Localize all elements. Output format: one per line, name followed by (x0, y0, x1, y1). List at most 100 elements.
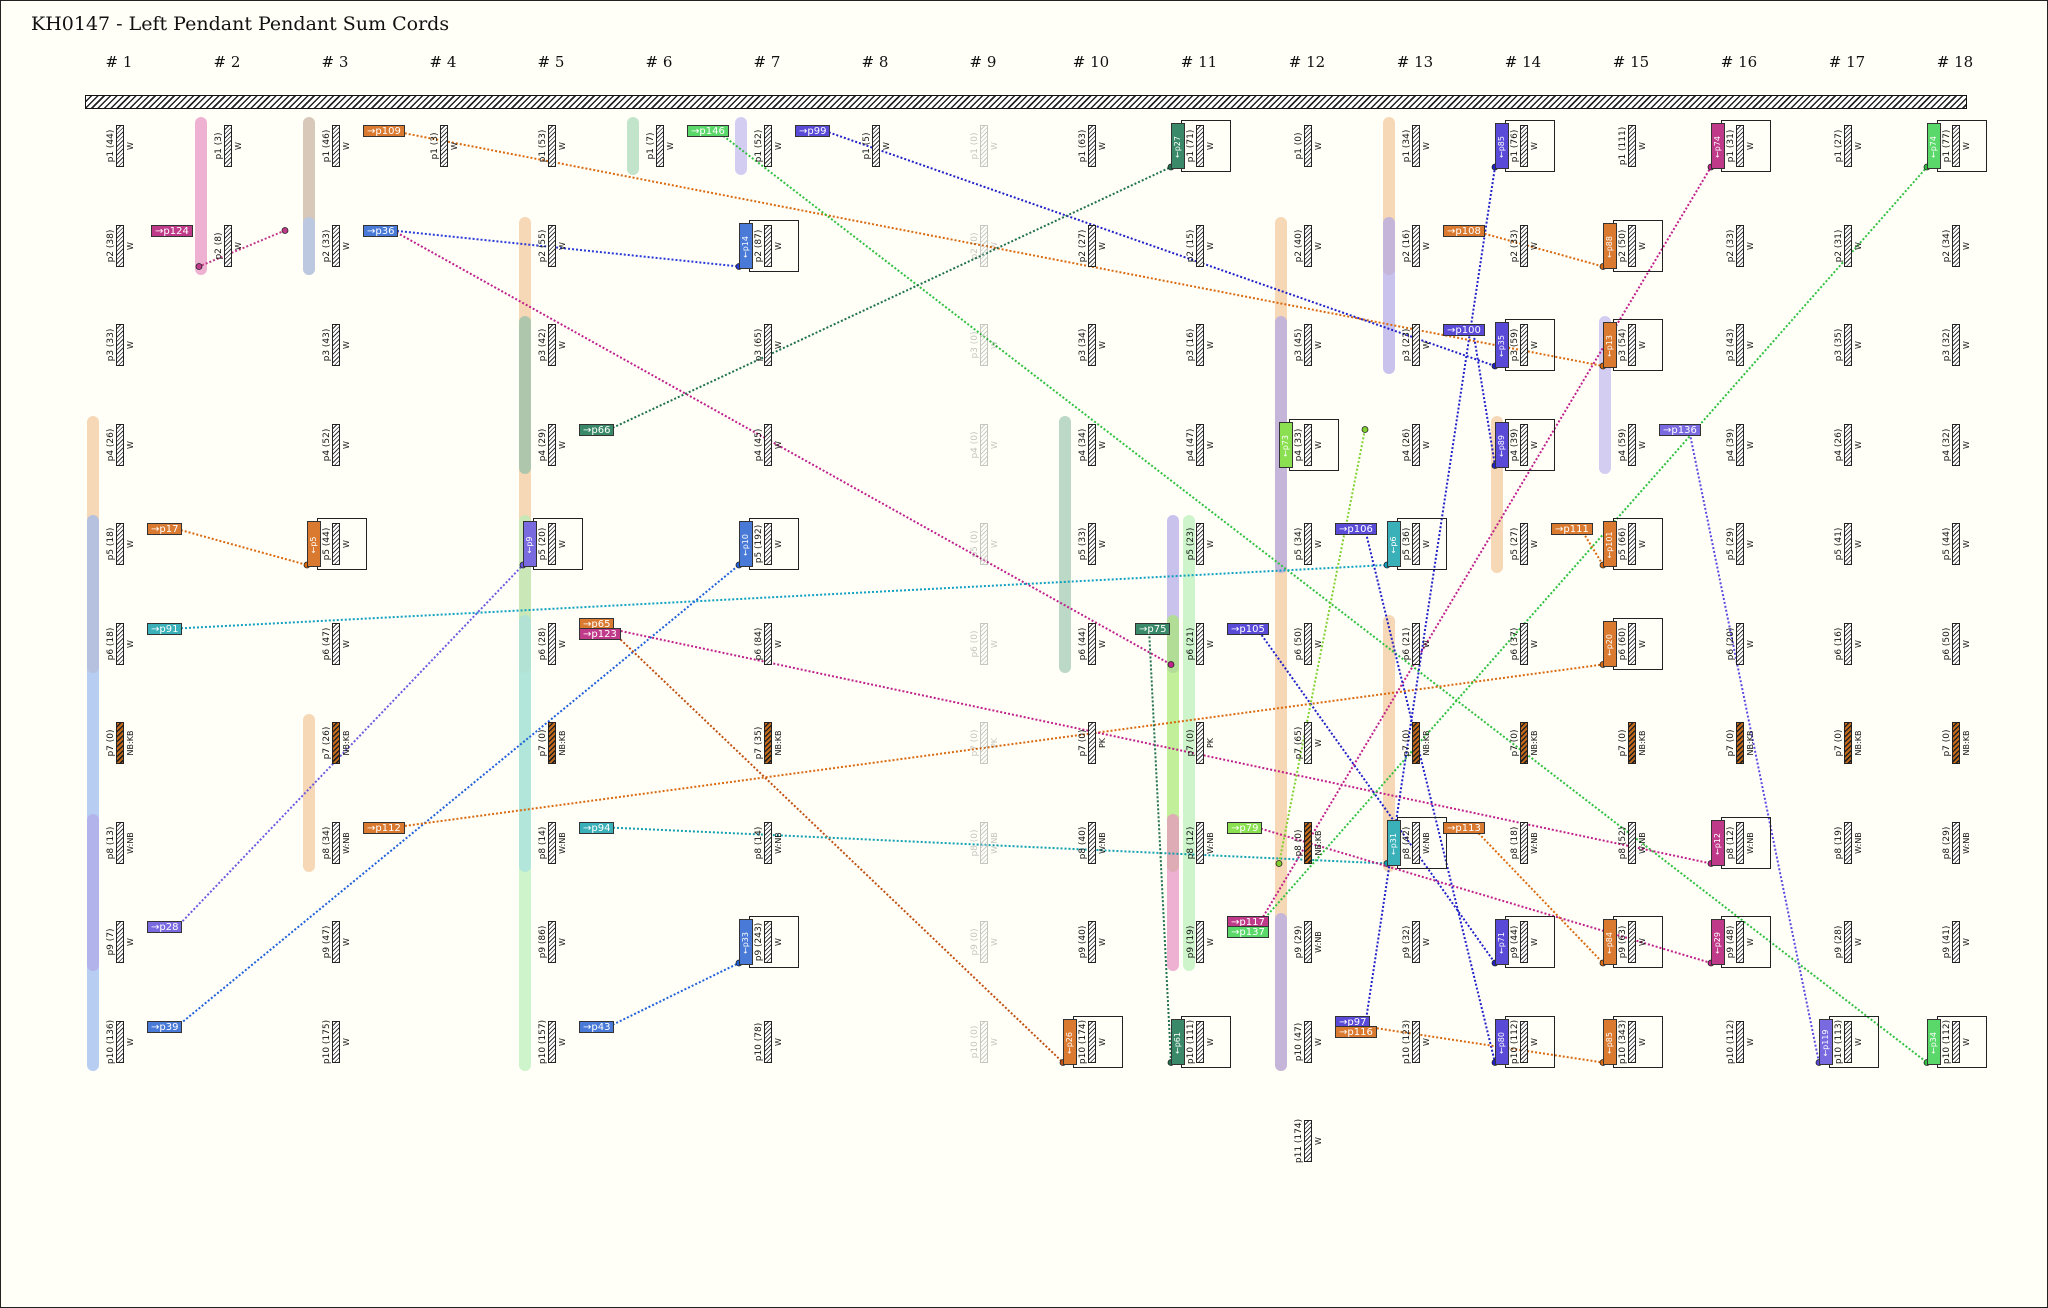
pendant-cord[interactable]: p1 (76)W (1505, 120, 1555, 172)
pendant-cord[interactable]: p2 (34)W (1941, 223, 1971, 269)
pendant-cord[interactable]: p10 (123)W (1401, 1019, 1431, 1065)
pendant-cord[interactable]: p8 (0)W:NB (969, 820, 999, 866)
sum-source-tag[interactable]: ←p9 (523, 521, 537, 567)
sum-link-tag[interactable]: →p94 (579, 821, 615, 834)
sum-link-tag[interactable]: →p116 (1335, 1025, 1377, 1038)
pendant-cord[interactable]: p5 (23)W (1185, 521, 1215, 567)
pendant-cord[interactable]: p4 (0)W (969, 422, 999, 468)
pendant-cord[interactable]: p3 (45)W (1293, 322, 1323, 368)
pendant-cord[interactable]: p8 (0)NB:KB (1293, 820, 1323, 866)
pendant-cord[interactable]: p5 (18)W (105, 521, 135, 567)
pendant-cord[interactable]: p1 (63)W (1077, 123, 1107, 169)
pendant-cord[interactable]: p6 (50)W (1293, 621, 1323, 667)
pendant-cord[interactable]: p9 (32)W (1401, 919, 1431, 965)
pendant-cord[interactable]: p2 (55)W (537, 223, 567, 269)
pendant-cord[interactable]: p9 (28)W (1833, 919, 1863, 965)
pendant-cord[interactable]: p9 (29)W:NB (1293, 919, 1323, 965)
sum-link-tag[interactable]: →p106 (1335, 523, 1377, 535)
pendant-cord[interactable]: p2 (31)W (1833, 223, 1863, 269)
pendant-cord[interactable]: p7 (0)PK (1185, 720, 1215, 766)
sum-source-tag[interactable]: ←p101 (1603, 521, 1617, 567)
pendant-cord[interactable]: p1 (53)W (537, 123, 567, 169)
pendant-cord[interactable]: p5 (192)W (749, 518, 799, 570)
pendant-cord[interactable]: p2 (0)W (969, 223, 999, 269)
pendant-cord[interactable]: p3 (43)W (321, 322, 351, 368)
pendant-cord[interactable]: p3 (16)W (1185, 322, 1215, 368)
pendant-cord[interactable]: p1 (71)W (1181, 120, 1231, 172)
sum-source-tag[interactable]: ←p119 (1819, 1018, 1833, 1065)
pendant-cord[interactable]: p7 (65)W (1293, 720, 1323, 766)
pendant-cord[interactable]: p4 (47)W (1185, 422, 1215, 468)
pendant-cord[interactable]: p5 (27)W (1509, 521, 1539, 567)
sum-source-tag[interactable]: ←p89 (1495, 421, 1509, 468)
sum-source-tag[interactable]: ←p88 (1603, 222, 1617, 269)
pendant-cord[interactable]: p3 (54)W (1613, 319, 1663, 371)
sum-source-tag[interactable]: ←p71 (1495, 919, 1509, 965)
pendant-cord[interactable]: p9 (40)W (1077, 919, 1107, 965)
sum-link-tag[interactable]: →p112 (363, 821, 405, 834)
pendant-cord[interactable]: p2 (15)W (1185, 223, 1215, 269)
pendant-cord[interactable]: p6 (18)W (105, 621, 135, 667)
sum-link-tag[interactable]: →p43 (579, 1020, 615, 1033)
pendant-cord[interactable]: p1 (31)W (1721, 120, 1771, 172)
sum-source-tag[interactable]: ←p35 (1495, 322, 1509, 368)
sum-link-tag[interactable]: →p124 (151, 224, 193, 237)
pendant-cord[interactable]: p5 (44)W (317, 518, 367, 570)
sum-link-tag[interactable]: →p28 (147, 921, 183, 933)
sum-link-tag[interactable]: →p105 (1227, 622, 1269, 635)
pendant-cord[interactable]: p9 (7)W (105, 919, 135, 965)
pendant-cord[interactable]: p1 (34)W (1401, 123, 1431, 169)
pendant-cord[interactable]: p3 (0)W (969, 322, 999, 368)
pendant-cord[interactable]: p8 (34)W:NB (321, 820, 351, 866)
sum-source-tag[interactable]: ←p85 (1495, 123, 1509, 169)
pendant-cord[interactable]: p7 (0)NB:KB (1941, 720, 1971, 766)
pendant-cord[interactable]: p6 (0)W (969, 621, 999, 667)
sum-source-tag[interactable]: ←p73 (1279, 421, 1293, 468)
sum-source-tag[interactable]: ←p29 (1711, 919, 1725, 965)
pendant-cord[interactable]: p7 (0)NB:KB (1509, 720, 1539, 766)
pendant-cord[interactable]: p8 (12)W:NB (1721, 816, 1771, 869)
pendant-cord[interactable]: p10 (112)W (1725, 1019, 1755, 1065)
pendant-cord[interactable]: p7 (0)NB:KB (1617, 720, 1647, 766)
pendant-cord[interactable]: p4 (29)W (537, 422, 567, 468)
pendant-cord[interactable]: p9 (41)W (1941, 919, 1971, 965)
pendant-cord[interactable]: p10 (0)W (969, 1019, 999, 1065)
pendant-cord[interactable]: p4 (45)W (753, 422, 783, 468)
pendant-cord[interactable]: p8 (12)W:NB (1185, 820, 1215, 866)
pendant-cord[interactable]: p5 (66)W (1613, 518, 1663, 570)
pendant-cord[interactable]: p10 (78)W (753, 1019, 783, 1065)
pendant-cord[interactable]: p4 (39)W (1505, 418, 1555, 471)
sum-link-tag[interactable]: →p75 (1135, 622, 1171, 635)
sum-link-tag[interactable]: →p99 (795, 125, 831, 137)
sum-source-tag[interactable]: ←p26 (1063, 1018, 1077, 1065)
pendant-cord[interactable]: p1 (7)W (645, 123, 675, 169)
sum-source-tag[interactable]: ←p10 (739, 521, 753, 567)
sum-link-tag[interactable]: →p111 (1551, 523, 1593, 535)
pendant-cord[interactable]: p6 (28)W (537, 621, 567, 667)
sum-source-tag[interactable]: ←p27 (1171, 123, 1185, 169)
sum-link-tag[interactable]: →p39 (147, 1020, 183, 1033)
pendant-cord[interactable]: p7 (0)PK (1077, 720, 1107, 766)
sum-source-tag[interactable]: ←p5 (307, 521, 321, 567)
pendant-cord[interactable]: p6 (44)W (1077, 621, 1107, 667)
sum-link-tag[interactable]: →p137 (1227, 926, 1269, 938)
pendant-cord[interactable]: p11 (174)W (1293, 1118, 1323, 1164)
pendant-cord[interactable]: p8 (14)W:NB (537, 820, 567, 866)
pendant-cord[interactable]: p5 (0)W (969, 521, 999, 567)
pendant-cord[interactable]: p5 (20)W (533, 518, 583, 570)
pendant-cord[interactable]: p10 (175)W (321, 1019, 351, 1065)
pendant-cord[interactable]: p2 (27)W (1077, 223, 1107, 269)
pendant-cord[interactable]: p3 (34)W (1077, 322, 1107, 368)
pendant-cord[interactable]: p9 (0)W (969, 919, 999, 965)
pendant-cord[interactable]: p3 (23)W (1401, 322, 1431, 368)
pendant-cord[interactable]: p8 (13)W:NB (105, 820, 135, 866)
pendant-cord[interactable]: p1 (0)W (969, 123, 999, 169)
pendant-cord[interactable]: p1 (46)W (321, 123, 351, 169)
sum-source-tag[interactable]: ←p61 (1171, 1018, 1185, 1065)
pendant-cord[interactable]: p10 (113)W (1829, 1015, 1879, 1068)
pendant-cord[interactable]: p8 (18)W:NB (1509, 820, 1539, 866)
pendant-cord[interactable]: p1 (77)W (1937, 120, 1987, 172)
pendant-cord[interactable]: p10 (112)W (1937, 1015, 1987, 1068)
sum-link-tag[interactable]: →p36 (363, 224, 399, 237)
pendant-cord[interactable]: p2 (33)W (1725, 223, 1755, 269)
